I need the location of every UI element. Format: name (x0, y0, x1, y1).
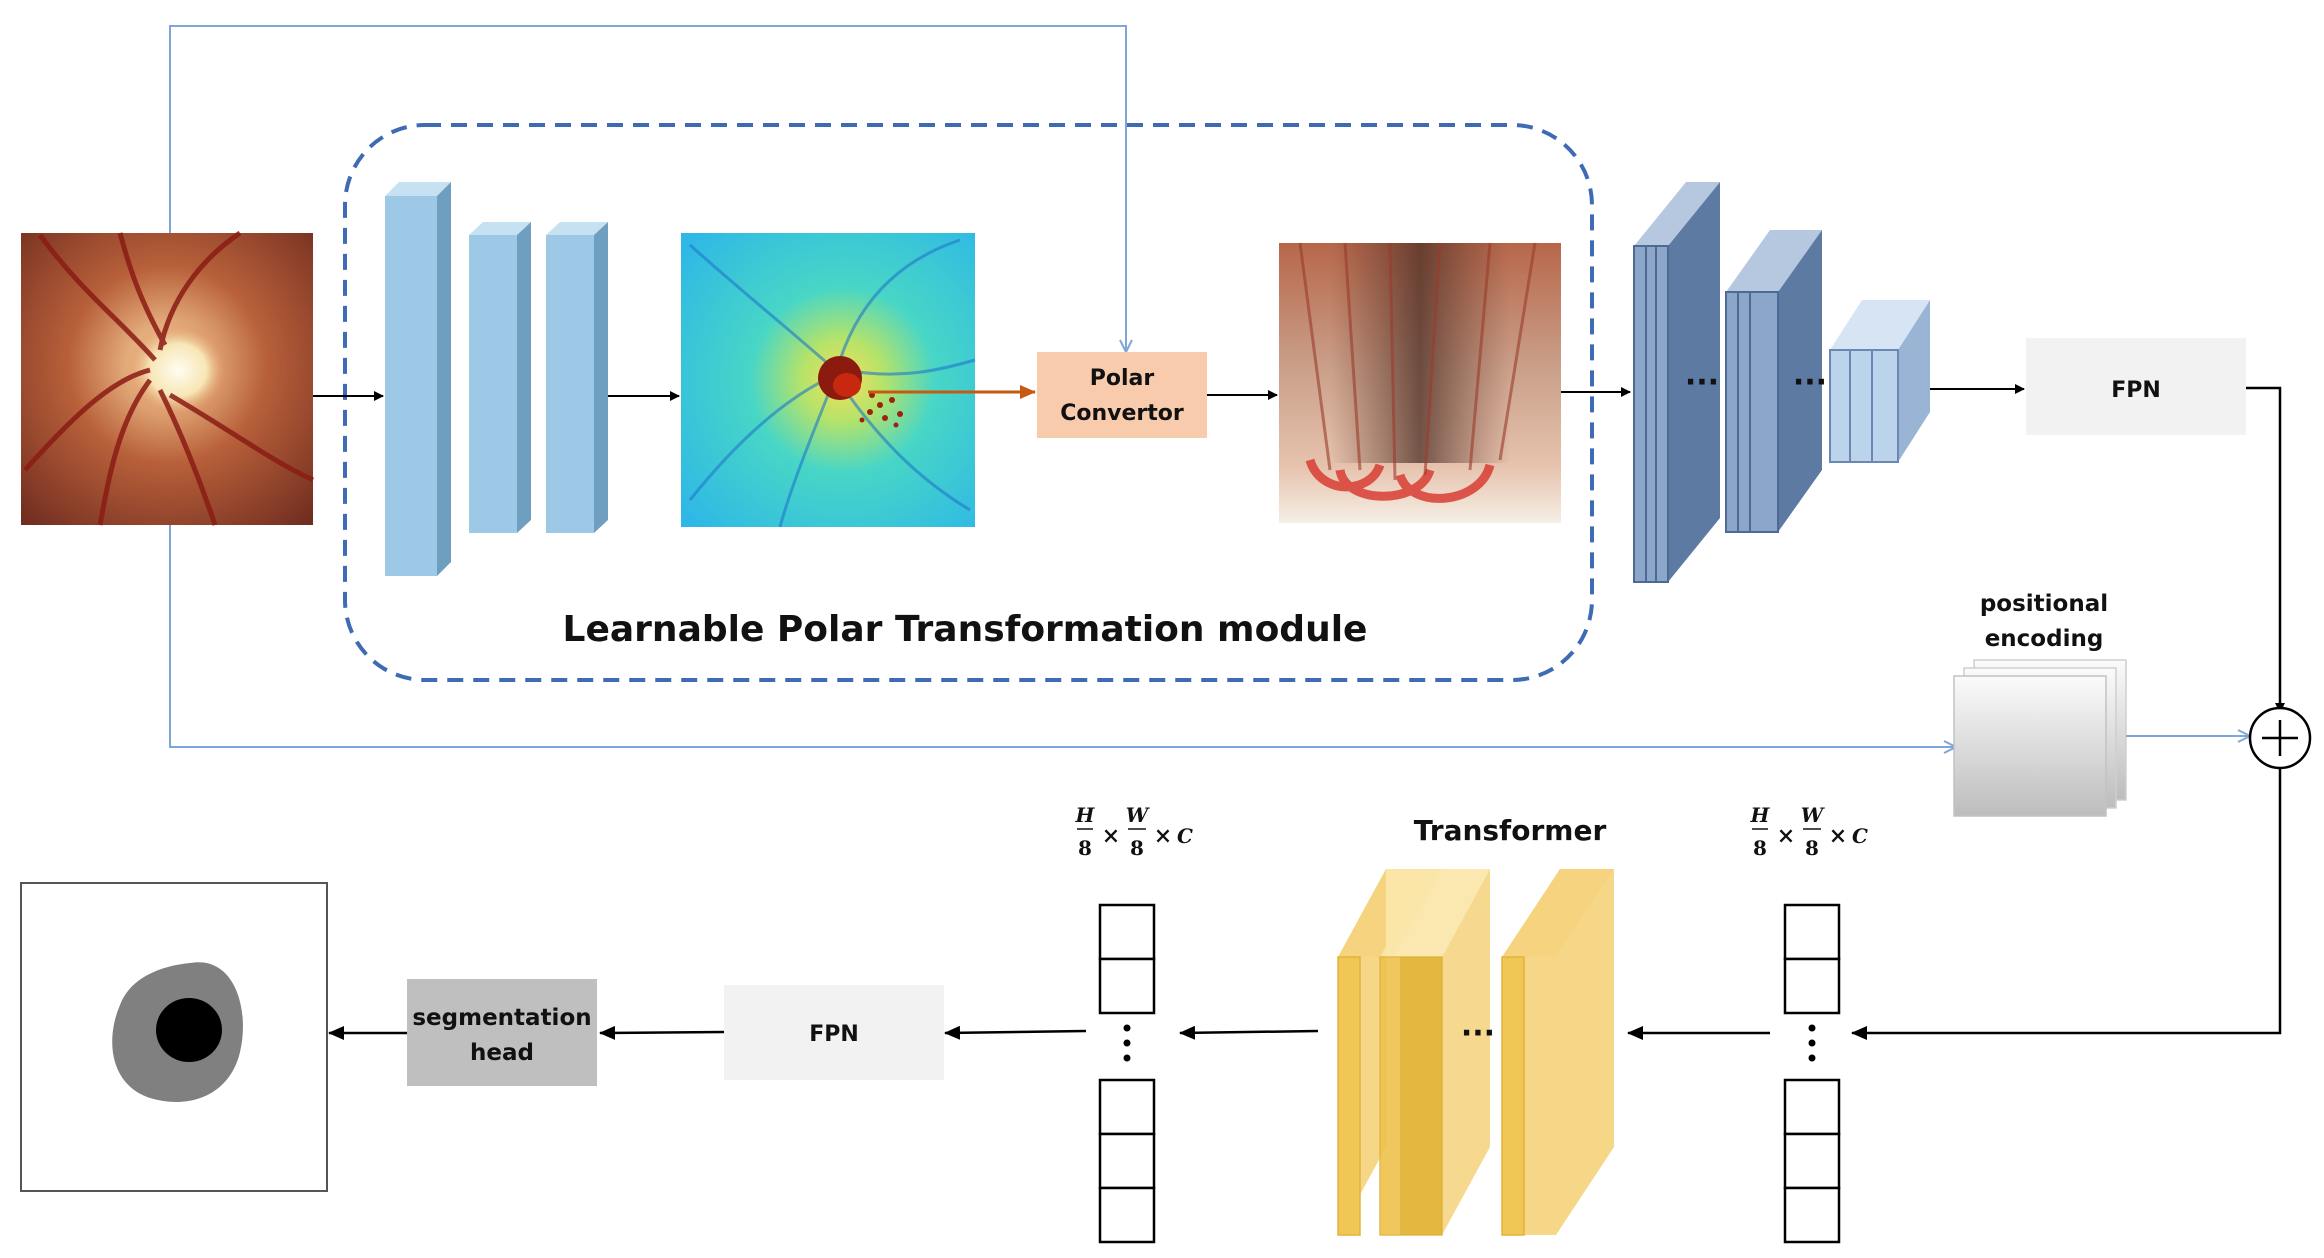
arrow-tokens-to-fpn (944, 1025, 1087, 1040)
dim-den-w-right: 8 (1805, 836, 1819, 860)
dim-times-1-left: × (1102, 823, 1120, 849)
dim-den-h-right: 8 (1753, 836, 1767, 860)
optic-cup-region (156, 998, 222, 1062)
skip-connection-top (169, 25, 1126, 352)
polar-convertor-box: Polar Convertor (1037, 352, 1207, 438)
fpn-top-label: FPN (2111, 378, 2161, 403)
token-dims-right: H 8 × W 8 × C (1750, 803, 1868, 860)
segmentation-head-line2: head (470, 1040, 534, 1066)
transformer-ellipsis: ··· (1461, 1016, 1495, 1051)
dim-times-2-right: × (1829, 823, 1847, 849)
backbone-stage-3 (1829, 300, 1930, 463)
segmentation-head-box: segmentation head (407, 979, 597, 1086)
arrow-fpn-to-seghead (599, 1025, 725, 1040)
fpn-bottom-box: FPN (724, 985, 944, 1080)
segmentation-head-line1: segmentation (412, 1005, 591, 1031)
output-segmentation-mask (20, 882, 328, 1192)
dim-h-right: H (1750, 803, 1771, 827)
dim-times-1-right: × (1777, 823, 1795, 849)
dim-h-left: H (1075, 803, 1096, 827)
transformer-layer-3 (1501, 869, 1614, 1236)
backbone-stage-1 (1633, 182, 1720, 583)
token-column-right (1783, 903, 1841, 1244)
fpn-bottom-label: FPN (809, 1022, 859, 1047)
transformer-layer-2 (1379, 869, 1490, 1236)
sum-node (2248, 706, 2312, 770)
dim-c-right: C (1852, 824, 1868, 848)
arrow-sum-to-tokens (1851, 768, 2282, 1040)
polar-convertor-line1: Polar (1090, 366, 1155, 391)
token-column-left (1098, 903, 1156, 1244)
dim-c-left: C (1177, 824, 1193, 848)
polar-module-border (343, 123, 1594, 682)
conv-block-3 (546, 222, 608, 533)
conv-block-1 (385, 182, 451, 576)
positional-encoding-stack (1953, 659, 2127, 817)
dim-den-w-left: 8 (1130, 836, 1144, 860)
conv-block-2 (469, 222, 531, 533)
token-dims-left: H 8 × W 8 × C (1075, 803, 1193, 860)
token-vdots-right (1808, 1024, 1816, 1062)
dim-den-h-left: 8 (1078, 836, 1092, 860)
positional-encoding-line1: positional (1980, 591, 2108, 617)
backbone-stage-2 (1725, 230, 1822, 533)
arrow-fpn-to-sum (2246, 386, 2285, 713)
polar-image (1279, 242, 1561, 523)
input-fundus-image (21, 230, 315, 526)
polar-convertor-line2: Convertor (1060, 401, 1184, 426)
dim-times-2-left: × (1154, 823, 1172, 849)
arrow-transformer-to-tokens (1179, 1025, 1319, 1040)
dim-w-left: W (1126, 803, 1151, 827)
fpn-top-box: FPN (2026, 338, 2246, 435)
backbone-ellipsis-2: ··· (1793, 365, 1827, 400)
heatmap-image (681, 233, 976, 528)
transformer-label: Transformer (1414, 814, 1607, 847)
backbone-ellipsis-1: ··· (1685, 365, 1719, 400)
token-vdots-left (1123, 1024, 1131, 1062)
skip-connection-bottom (169, 525, 1956, 747)
dim-w-right: W (1801, 803, 1826, 827)
positional-encoding-line2: encoding (1985, 626, 2104, 652)
module-title: Learnable Polar Transformation module (563, 609, 1368, 650)
